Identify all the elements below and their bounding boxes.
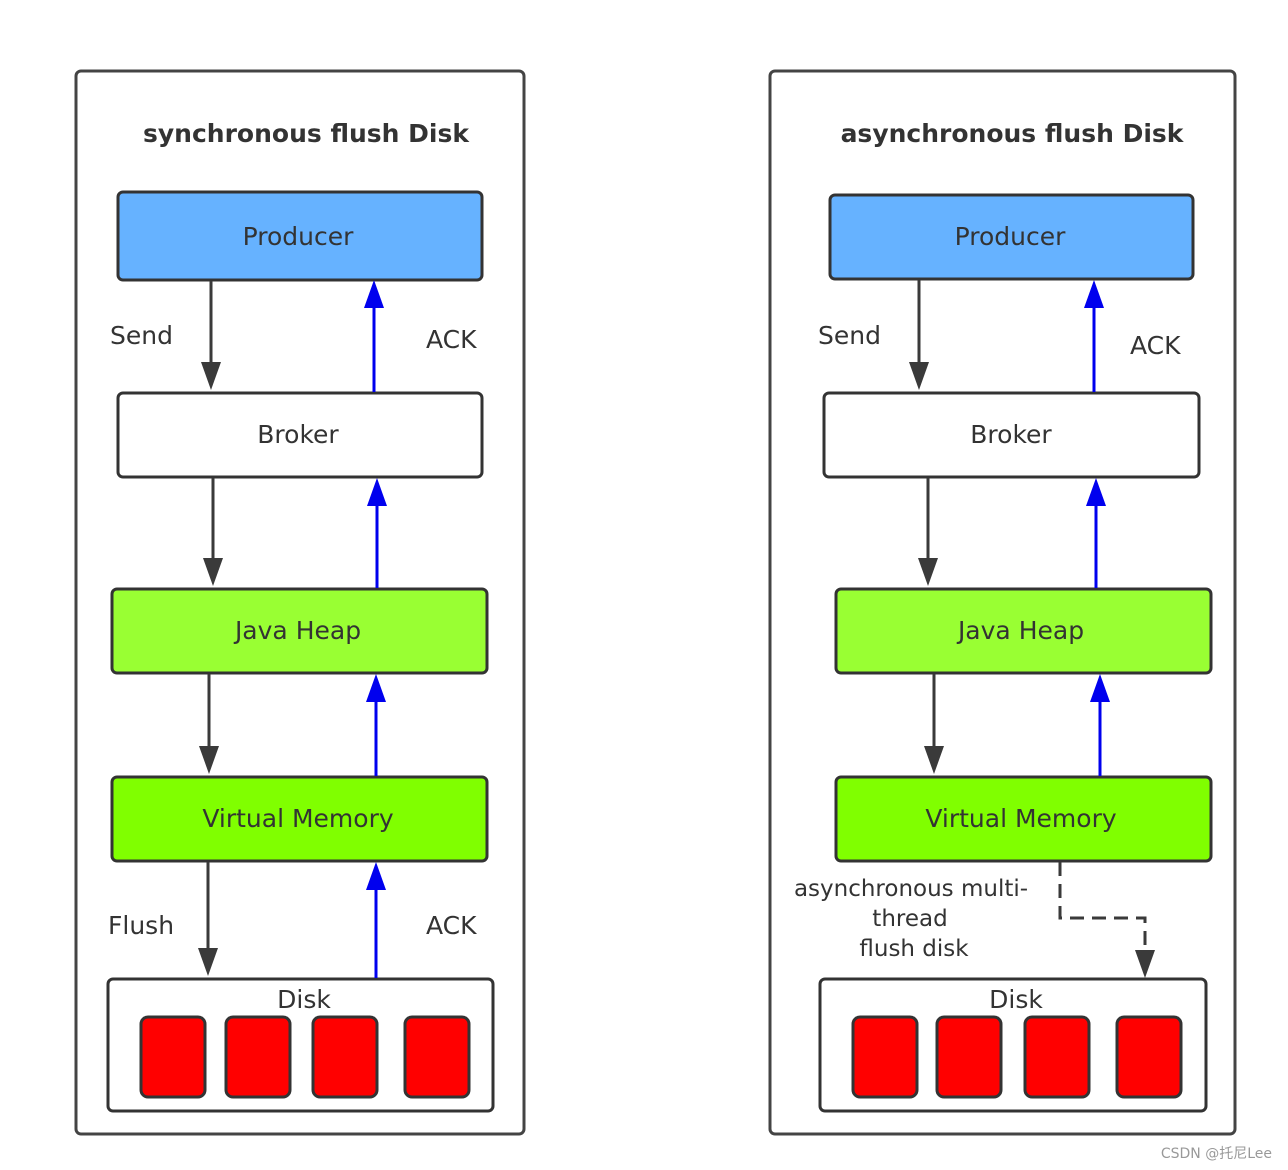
sync-ack-label-top: ACK	[426, 325, 477, 354]
sync-java-heap-label: Java Heap	[233, 616, 361, 645]
async-broker-label: Broker	[970, 420, 1052, 449]
sync-java-heap-box	[110, 587, 489, 675]
async-panel: asynchronous flush Disk Producer Broker …	[768, 69, 1237, 1136]
sync-disk-block-3	[311, 1015, 379, 1099]
async-heap-to-vm-arrowhead	[924, 746, 944, 774]
async-ack-arrowhead	[1084, 280, 1104, 308]
async-vm-to-heap-ack-arrowhead	[1090, 674, 1110, 702]
async-flush-dashed-arrow	[1058, 862, 1147, 956]
async-flush-arrowhead	[1135, 950, 1155, 978]
sync-ack-arrowhead-bottom	[366, 862, 386, 890]
sync-send-label: Send	[110, 321, 173, 350]
sync-flush-label: Flush	[108, 911, 174, 940]
sync-virtual-memory-box	[110, 775, 489, 863]
async-broker-to-heap-arrowhead	[918, 558, 938, 586]
async-heap-to-broker-ack-arrowhead	[1086, 478, 1106, 506]
sync-broker-box	[116, 391, 484, 479]
sync-producer-label: Producer	[243, 222, 355, 251]
sync-disk-label: Disk	[277, 985, 331, 1014]
async-producer-label: Producer	[955, 222, 1067, 251]
async-virtual-memory-box	[834, 775, 1213, 863]
async-java-heap-box	[834, 587, 1213, 675]
sync-producer-box	[116, 190, 484, 282]
sync-ack-label-bottom: ACK	[426, 911, 477, 940]
sync-flush-arrowhead	[198, 948, 218, 976]
watermark-text: CSDN @托尼Lee	[1161, 1146, 1272, 1162]
async-ack-label: ACK	[1130, 331, 1181, 360]
sync-heap-to-broker-ack-arrowhead	[367, 478, 387, 506]
async-disk-block-4	[1115, 1015, 1183, 1099]
sync-disk-block-4	[403, 1015, 471, 1099]
async-disk-label: Disk	[989, 985, 1043, 1014]
sync-vm-to-heap-ack-arrowhead	[366, 674, 386, 702]
sync-broker-label: Broker	[257, 420, 339, 449]
async-producer-box	[828, 193, 1195, 281]
sync-broker-to-heap-arrowhead	[203, 558, 223, 586]
sync-title: synchronous flush Disk	[143, 119, 470, 148]
sync-heap-to-vm-arrowhead	[199, 746, 219, 774]
async-note-line-2: thread	[872, 906, 947, 932]
sync-virtual-memory-label: Virtual Memory	[202, 804, 394, 833]
async-title: asynchronous flush Disk	[841, 119, 1185, 148]
async-send-label: Send	[818, 321, 881, 350]
sync-ack-arrowhead-top	[364, 280, 384, 308]
async-disk-block-3	[1023, 1015, 1091, 1099]
async-note-line-3: flush disk	[859, 936, 969, 962]
sync-panel: synchronous flush Disk Producer Broker J…	[74, 69, 526, 1136]
sync-send-arrowhead	[201, 362, 221, 390]
async-send-arrowhead	[909, 362, 929, 390]
async-java-heap-label: Java Heap	[956, 616, 1084, 645]
async-virtual-memory-label: Virtual Memory	[925, 804, 1117, 833]
async-disk-block-2	[935, 1015, 1003, 1099]
async-broker-box	[822, 391, 1201, 479]
sync-disk-block-2	[224, 1015, 292, 1099]
async-disk-block-1	[851, 1015, 919, 1099]
async-note-line-1: asynchronous multi-	[794, 876, 1028, 902]
sync-disk-block-1	[139, 1015, 207, 1099]
